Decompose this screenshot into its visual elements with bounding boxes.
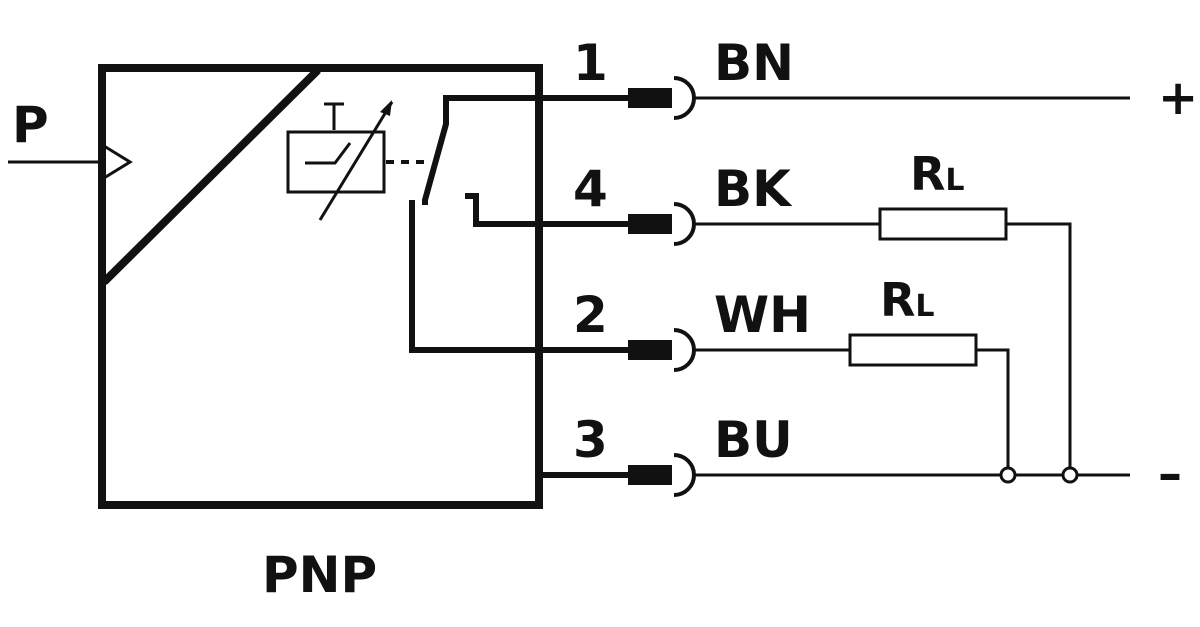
connector-pins bbox=[628, 76, 696, 497]
pin-number: 4 bbox=[573, 160, 608, 218]
junction-node bbox=[1061, 466, 1079, 484]
pin-number: 2 bbox=[573, 286, 608, 344]
input-arrow-icon bbox=[103, 144, 133, 180]
junction-node bbox=[999, 466, 1017, 484]
sensor-diagonal bbox=[101, 67, 321, 285]
load-resistor-label: RL bbox=[910, 147, 965, 201]
wire-color-label: WH bbox=[714, 286, 811, 344]
input-label: P bbox=[12, 96, 49, 154]
wire-color-label: BN bbox=[714, 34, 794, 92]
supply-positive: + bbox=[1158, 70, 1198, 126]
adjustable-element-icon bbox=[286, 100, 394, 221]
wire-color-label: BK bbox=[714, 160, 793, 218]
load-resistor bbox=[878, 207, 1008, 241]
pin-number: 1 bbox=[573, 34, 608, 92]
output-type-label: PNP bbox=[262, 546, 377, 604]
changeover-contact-icon bbox=[409, 95, 628, 353]
load-resistor-label: RL bbox=[880, 273, 935, 327]
supply-negative: – bbox=[1158, 446, 1182, 502]
pin-number: 3 bbox=[573, 411, 608, 469]
external-wiring bbox=[694, 96, 1130, 477]
sensor-body bbox=[98, 64, 543, 509]
load-resistor bbox=[848, 333, 978, 367]
wire-color-label: BU bbox=[714, 411, 793, 469]
